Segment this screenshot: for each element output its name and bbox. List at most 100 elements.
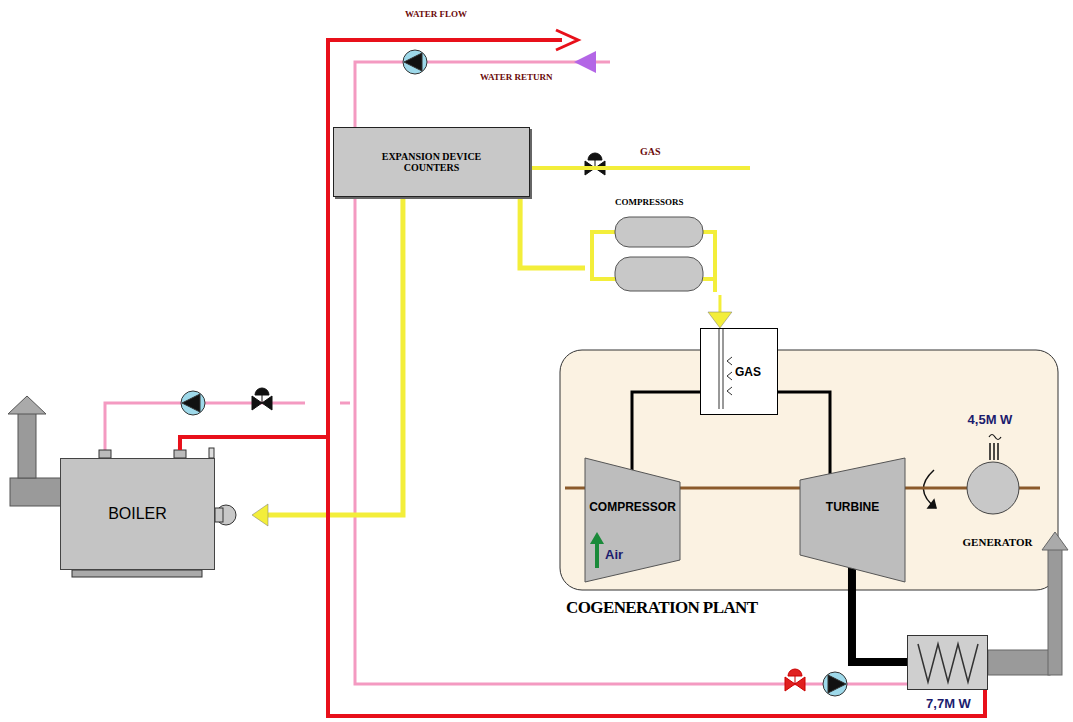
- valve-symbol: [785, 669, 805, 691]
- node-text: TURBINE: [800, 500, 905, 514]
- phase-line: [997, 443, 999, 460]
- shape-part: [723, 329, 724, 409]
- node-text: COGENERATION PLANT: [566, 598, 758, 618]
- boiler-chimney: [8, 396, 62, 506]
- valve-symbol: [788, 669, 802, 676]
- shape-part: [700, 232, 715, 292]
- shape-part: [592, 232, 618, 268]
- gas-feed-arrow: [718, 295, 721, 312]
- exhaust-stack: [988, 532, 1068, 675]
- valve-symbol: [795, 677, 805, 691]
- hot-gas-duct: [778, 392, 830, 474]
- nozzle-jet: [727, 357, 732, 365]
- boiler-fittings: [215, 508, 223, 522]
- valve-symbol: [588, 153, 602, 160]
- water-flow-pipe: [328, 40, 562, 437]
- air-arrow: [595, 542, 599, 568]
- compressor-tank: [615, 217, 703, 247]
- exhaust-duct: [852, 568, 907, 662]
- water-return-pipe: [355, 62, 907, 684]
- rotation-arrow: [928, 500, 936, 508]
- shaft: [680, 488, 800, 489]
- hx-drawing: [908, 636, 989, 691]
- boiler-fittings: [216, 505, 236, 525]
- node-text: COMPRESSOR: [585, 500, 680, 514]
- shaft-stub: [565, 487, 585, 490]
- node-subtext: Air: [605, 547, 623, 562]
- water-flow-pipe: [180, 437, 985, 716]
- gas-pipe: [520, 197, 585, 268]
- gen-drawing: [955, 412, 1040, 552]
- phase-line: [989, 443, 991, 460]
- compressor-body: [585, 458, 680, 582]
- valve-symbol: [785, 677, 795, 691]
- boiler-chimney: [8, 396, 46, 414]
- shape-part: [592, 268, 618, 279]
- turbine-body: [800, 458, 905, 582]
- gas-pipe: [520, 197, 585, 268]
- compressor-shape: COMPRESSOR Air: [585, 458, 680, 582]
- pipe-label: WATER RETURN: [480, 72, 553, 82]
- return-arrowhead: [574, 51, 596, 73]
- node-text: 7,7M W: [908, 696, 989, 711]
- pump-symbol: [823, 672, 847, 696]
- combustor-box: GAS: [700, 328, 778, 415]
- node-text: GAS: [735, 365, 761, 379]
- boiler-fittings: [72, 570, 202, 577]
- generator: 4,5M WGENERATOR: [955, 412, 1040, 552]
- nozzle-jet: [727, 387, 732, 395]
- air-duct: [632, 392, 700, 470]
- node-text: BOILER: [108, 505, 167, 523]
- node-text: EXPANSION DEVICE COUNTERS: [372, 151, 492, 173]
- pipe-label: GAS: [640, 146, 661, 157]
- pipe-label: WATER FLOW: [405, 9, 467, 19]
- boiler-chimney: [18, 412, 36, 478]
- phase-line: [993, 443, 995, 460]
- exhaust-stack: [1048, 548, 1062, 675]
- turbine-shape: TURBINE: [800, 458, 905, 582]
- valve-symbol: [255, 388, 269, 395]
- exhaust-duct: [852, 568, 907, 662]
- exhaust-stack: [988, 650, 1050, 675]
- compressor-tank: [615, 257, 703, 291]
- water-flow-pipe: [328, 30, 578, 437]
- expansion-device-box: EXPANSION DEVICE COUNTERS: [333, 127, 530, 197]
- shaft: [905, 487, 967, 490]
- shaft: [680, 487, 800, 490]
- ac-symbol: [989, 435, 1001, 440]
- air-arrow: [590, 532, 604, 544]
- shaft-stub: [1019, 487, 1040, 490]
- comp-drawing: [585, 458, 680, 582]
- shape-part: [719, 329, 720, 409]
- gas-feed-arrow: [708, 295, 732, 328]
- plant-housing: [560, 350, 1058, 590]
- arrowhead: [708, 312, 732, 328]
- node-text: COMPRESSORS: [615, 197, 684, 207]
- coil: [918, 644, 978, 682]
- gas-pipe: [268, 197, 403, 515]
- tanks-drawing: [585, 197, 725, 295]
- compressors-unit: COMPRESSORS: [585, 197, 725, 295]
- pump-symbol: [828, 675, 846, 693]
- boiler-box: BOILER: [60, 458, 215, 570]
- water-return-pipe: [340, 402, 350, 405]
- boiler-fittings: [209, 448, 214, 458]
- boiler-chimney: [10, 478, 62, 506]
- boiler-fittings: [174, 450, 186, 458]
- pump-symbol: [403, 50, 427, 74]
- pump-symbol: [182, 394, 200, 412]
- water-flow-pipe: [556, 30, 578, 50]
- water-flow-pipe: [180, 437, 985, 716]
- cogeneration-plant: COGENERATION PLANTGASCOMPRESSORAirTURBIN…: [560, 350, 1058, 590]
- nozzle-jet: [727, 372, 732, 380]
- water-return-pipe: [105, 62, 907, 684]
- gas-supply-pipe: [530, 166, 750, 170]
- air-duct: [632, 392, 700, 470]
- exhaust-stack: [1042, 532, 1068, 550]
- valve-symbol: [262, 396, 272, 410]
- node-text: 4,5M W: [955, 412, 1025, 427]
- pump-symbol: [404, 53, 422, 71]
